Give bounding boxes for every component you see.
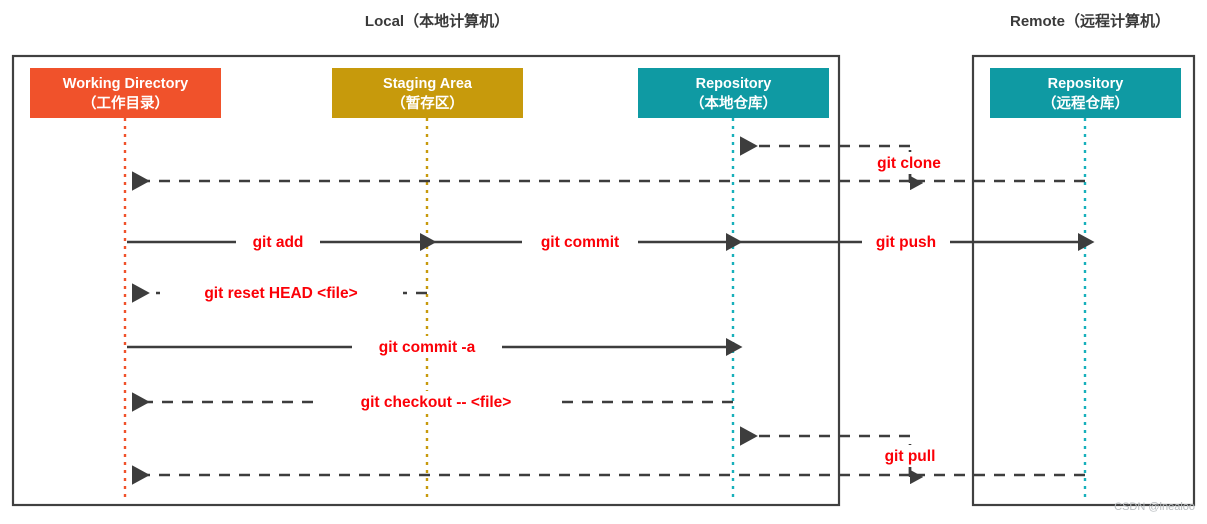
git-pull-label-plate — [864, 445, 956, 467]
node-remote-repository-box — [990, 68, 1181, 118]
git-add-label-plate — [236, 231, 320, 253]
command-label-git-commit-a: git commit -a — [379, 339, 476, 356]
command-label-git-pull: git pull — [885, 448, 936, 465]
node-staging-area[interactable]: Staging Area （暂存区） — [332, 68, 523, 118]
git-commit-label-plate — [522, 231, 638, 253]
flow-git-add: git add — [127, 231, 437, 253]
remote-zone-container — [971, 54, 1196, 507]
flow-git-checkout: git checkout -- <file> — [132, 391, 733, 413]
node-staging-area-subtitle: （暂存区） — [391, 94, 464, 112]
git-checkout-label-plate — [315, 391, 558, 413]
flow-git-clone: git clone — [132, 136, 1085, 191]
zone-title-local: Local（本地计算机） — [365, 12, 509, 30]
git-reset-label-plate — [160, 282, 403, 304]
node-local-repository-box — [638, 68, 829, 118]
node-local-repository-subtitle: （本地仓库） — [690, 94, 777, 112]
flow-git-reset: git reset HEAD <file> — [132, 282, 427, 304]
flow-git-push: git push — [736, 231, 1095, 253]
command-label-git-checkout: git checkout -- <file> — [361, 394, 512, 411]
node-local-repository-title: Repository — [696, 76, 772, 92]
node-remote-repository-title: Repository — [1048, 76, 1124, 92]
flow-git-pull: git pull — [132, 426, 1085, 485]
node-working-directory-title: Working Directory — [63, 76, 188, 92]
node-working-directory-subtitle: （工作目录） — [82, 94, 169, 112]
node-local-repository[interactable]: Repository （本地仓库） — [638, 68, 829, 118]
node-working-directory[interactable]: Working Directory （工作目录） — [30, 68, 221, 118]
git-push-label-plate — [862, 231, 950, 253]
zone-title-remote: Remote（远程计算机） — [1010, 12, 1170, 30]
watermark: CSDN @lnealoo — [1114, 501, 1195, 513]
flow-git-commit-a: git commit -a — [127, 336, 743, 358]
node-remote-repository-subtitle: （远程仓库） — [1042, 94, 1129, 112]
command-label-git-add: git add — [253, 234, 304, 251]
git-clone-label-plate — [858, 152, 958, 174]
node-staging-area-title: Staging Area — [383, 76, 473, 92]
command-label-git-push: git push — [876, 234, 936, 251]
command-label-git-reset: git reset HEAD <file> — [204, 285, 357, 302]
command-label-git-commit: git commit — [541, 234, 619, 251]
node-staging-area-box — [332, 68, 523, 118]
local-zone-container — [11, 54, 841, 507]
git-commit-a-label-plate — [352, 336, 502, 358]
node-working-directory-box — [30, 68, 221, 118]
flow-git-commit: git commit — [430, 231, 743, 253]
node-remote-repository[interactable]: Repository （远程仓库） — [990, 68, 1181, 118]
command-label-git-clone: git clone — [877, 155, 941, 172]
